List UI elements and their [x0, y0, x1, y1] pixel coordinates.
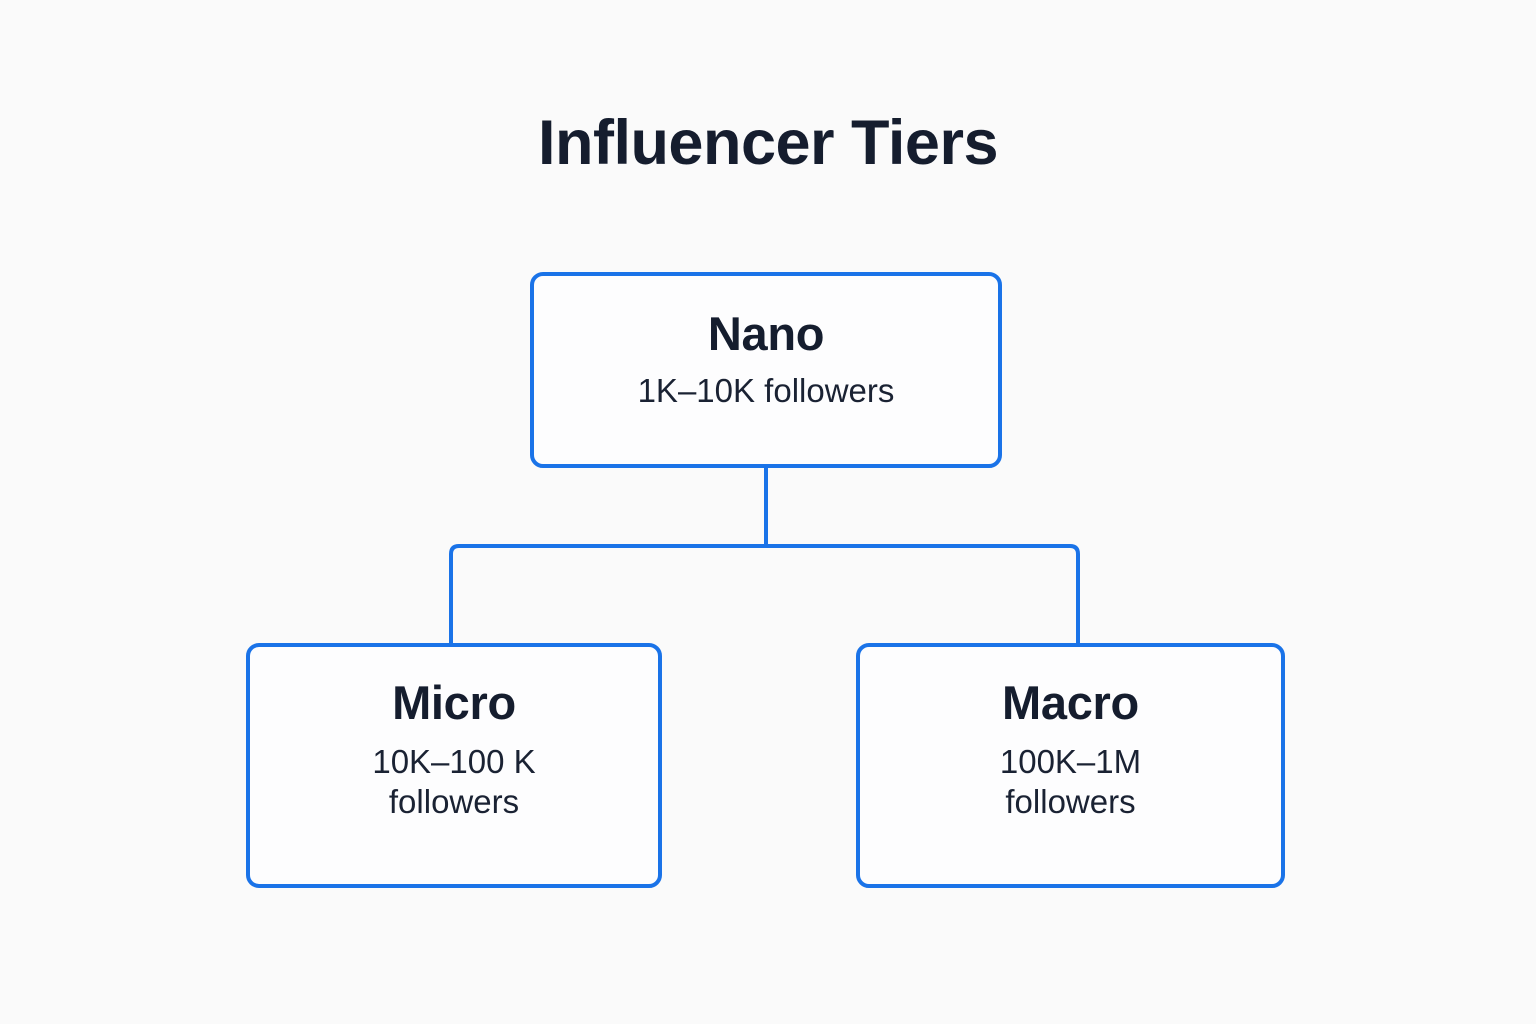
- node-macro[interactable]: Macro 100K–1M followers: [856, 643, 1285, 888]
- node-nano[interactable]: Nano 1K–10K followers: [530, 272, 1002, 468]
- edge-nano-to-micro: [449, 544, 766, 643]
- node-micro-detail: 10K–100 K followers: [372, 743, 536, 821]
- node-nano-detail: 1K–10K followers: [637, 372, 895, 409]
- node-macro-detail: 100K–1M followers: [999, 743, 1142, 821]
- node-micro-label: Micro: [392, 676, 516, 729]
- node-nano-label: Nano: [707, 307, 825, 360]
- node-micro[interactable]: Micro 10K–100 K followers: [246, 643, 662, 888]
- edge-nano-to-macro: [766, 544, 1080, 643]
- node-macro-label: Macro: [1002, 676, 1139, 729]
- page-title: Influencer Tiers: [537, 108, 999, 178]
